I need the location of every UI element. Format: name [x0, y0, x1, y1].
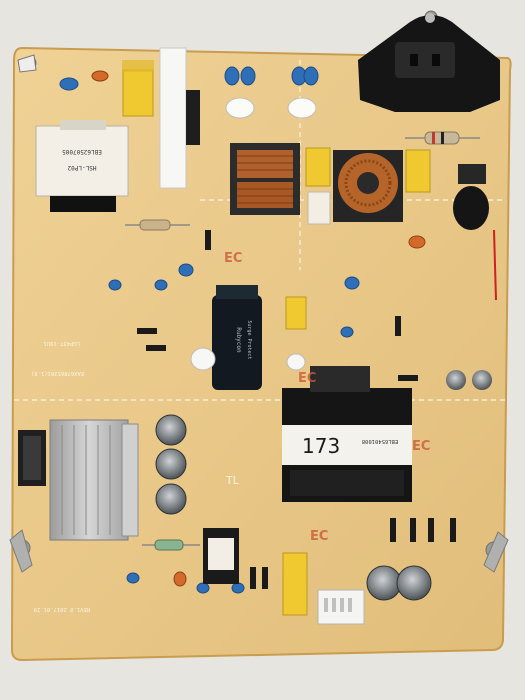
standby-transformer: EBL62507005 HSL-LP02 — [35, 120, 129, 212]
small-electrolytics-right — [446, 370, 492, 390]
capacitor-brand: Rubycon — [235, 327, 242, 353]
silkscreen-dividers — [14, 60, 505, 401]
svg-text:EBL62507005: EBL62507005 — [62, 148, 102, 155]
rev-label: REV1.0 2017.01.29 — [34, 606, 90, 612]
yellow-capacitor — [122, 60, 154, 117]
power-resistor — [405, 131, 480, 145]
orange-ceramic-caps — [91, 70, 426, 587]
heatsink-left — [49, 419, 139, 541]
board-id: EAX67865201(1.8) — [31, 370, 84, 376]
thermistor-block — [307, 191, 331, 225]
ferrite-bead-2 — [286, 353, 306, 371]
svg-text:HSL-LP02: HSL-LP02 — [67, 164, 96, 171]
side-clips — [9, 529, 509, 573]
toroid-inductor — [333, 150, 403, 222]
common-mode-choke-left — [230, 143, 300, 215]
top-left-marker — [17, 54, 37, 73]
board-id-labels: EAX67865201(1.8) LGP43T-19U1 REV1.0 2017… — [31, 340, 240, 612]
ac-inlet-connector — [358, 13, 500, 112]
blue-ceramic-caps — [59, 66, 360, 594]
ntc-thermistor — [453, 164, 489, 230]
ec-silkscreen-marks: EC EC EC EC — [224, 251, 430, 544]
transformer-code: 173 — [302, 434, 340, 458]
resistor-bottom — [142, 539, 200, 551]
aux-transformer — [203, 528, 239, 584]
tl-label: TL — [226, 474, 240, 487]
white-bracket — [159, 47, 200, 189]
electrolytic-caps-bottom — [366, 565, 432, 601]
lgp-label: LGP43T-19U1 — [44, 340, 80, 346]
ec-mark: EC — [412, 439, 430, 454]
connector-left — [18, 430, 46, 486]
varistor-bases — [225, 97, 317, 119]
yellow-film-cap — [285, 296, 307, 330]
red-mark — [493, 229, 497, 301]
yellow-film-cap-bottom — [282, 552, 308, 616]
electrolytic-caps-center — [155, 414, 187, 515]
axial-diodes — [137, 230, 456, 589]
output-connector — [317, 589, 365, 625]
ferrite-bead — [190, 347, 216, 371]
capacitor-note: Surge Protect — [246, 320, 252, 359]
main-transformer: 173 EBL65401008 — [282, 366, 412, 502]
transformer-part: EBL65401008 — [362, 438, 398, 444]
ec-mark: EC — [224, 251, 242, 266]
resistor-left — [125, 219, 190, 231]
bulk-capacitor: Rubycon Surge Protect — [212, 285, 262, 390]
ec-mark: EC — [298, 371, 316, 386]
ec-mark: EC — [310, 529, 328, 544]
x-capacitors-top — [305, 147, 431, 193]
